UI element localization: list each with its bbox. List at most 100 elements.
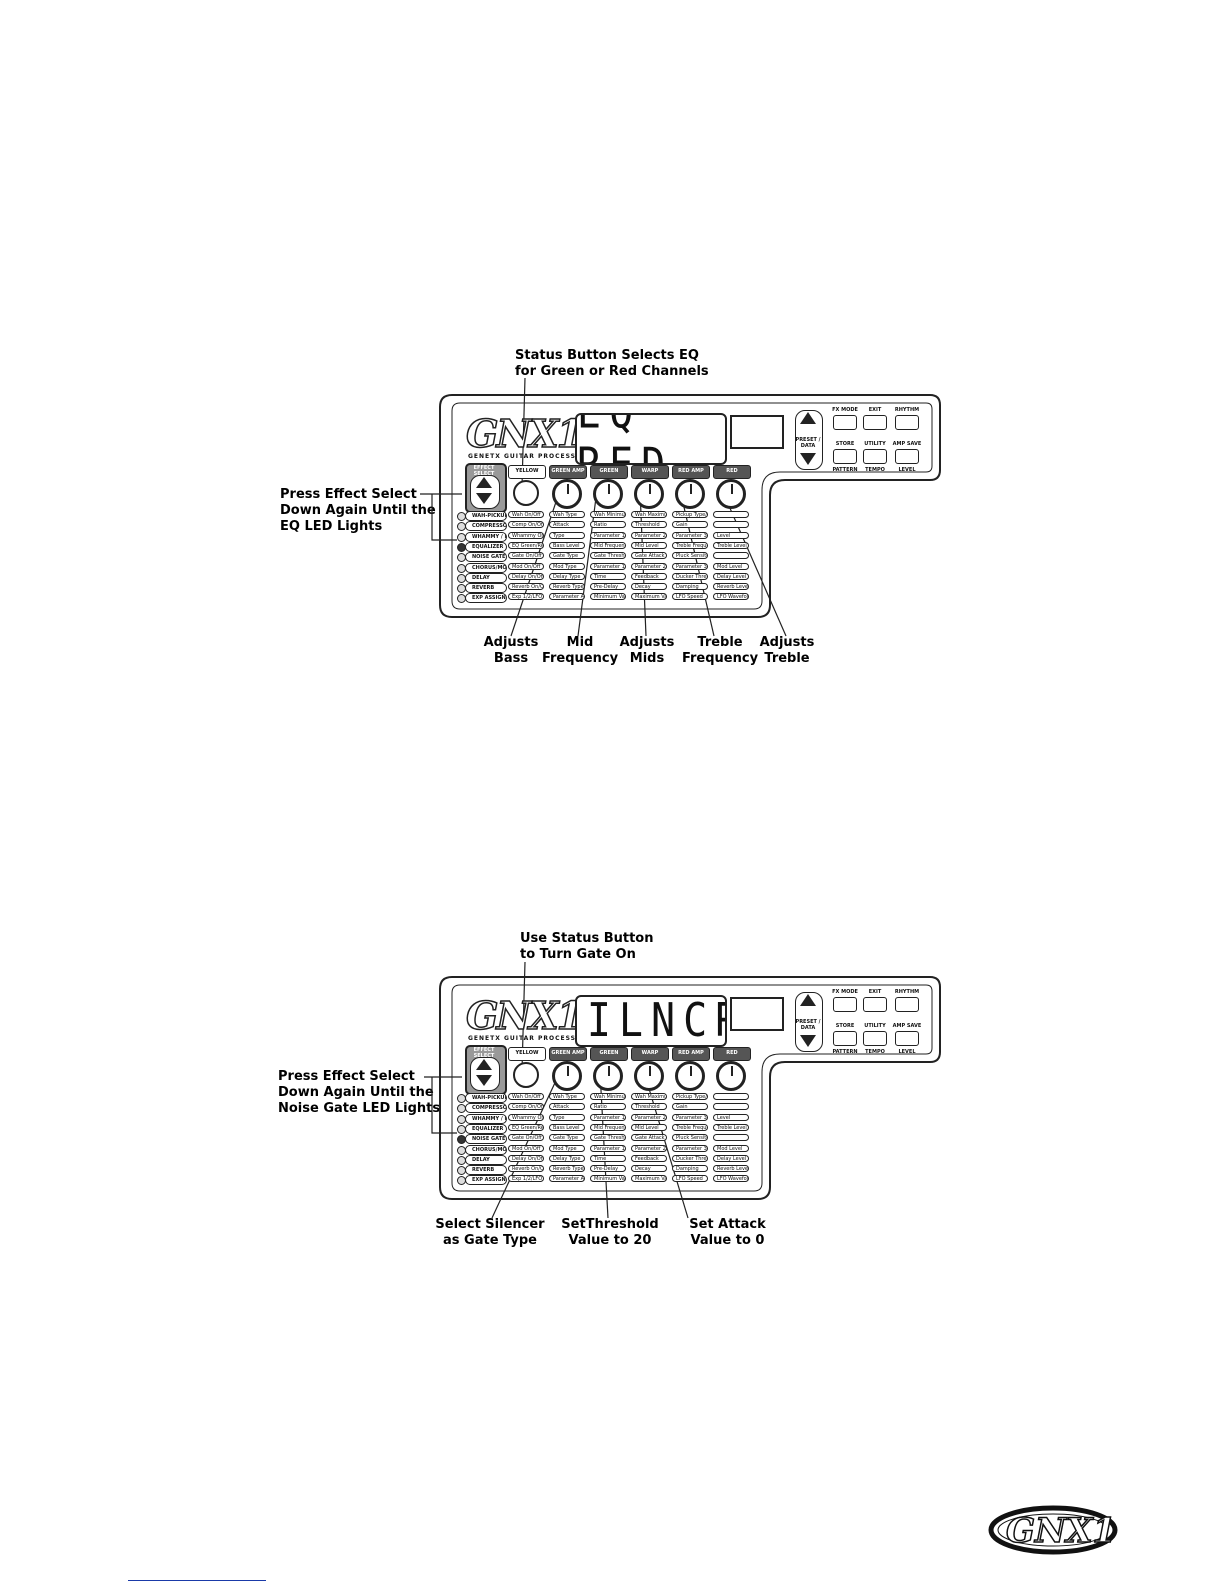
row-label-0: WAH-PICKUP [465, 511, 507, 521]
store-button[interactable] [833, 449, 857, 464]
knob-1[interactable] [552, 1061, 582, 1091]
param-8-2: Minimum Value [590, 1175, 626, 1183]
knob-3[interactable] [634, 1061, 664, 1091]
knob-header-1: GREEN AMP [549, 465, 587, 479]
param-3-2: Mid Frequency [590, 541, 626, 549]
knob-header-1: GREEN AMP [549, 1047, 587, 1061]
param-4-2: Gate Threshold [590, 1134, 626, 1142]
knob-5[interactable] [716, 479, 746, 509]
param-7-3: Decay [631, 583, 667, 591]
callout-effect-select-eq: Press Effect Select Down Again Until the… [280, 487, 436, 534]
callout-status-eq: Status Button Selects EQ for Green or Re… [515, 348, 709, 379]
param-4-4: Pluck Sensitivity [672, 1134, 708, 1142]
status-button[interactable] [513, 480, 539, 506]
knob-2[interactable] [593, 479, 623, 509]
row-label-2: WHAMMY / IPS [465, 531, 507, 542]
utility-button-label: UTILITY [864, 1023, 886, 1029]
footer-rule [128, 1580, 266, 1581]
param-2-2: Parameter 1 [590, 531, 626, 539]
exit-button[interactable] [863, 415, 887, 430]
param-8-4: LFO Speed [672, 593, 708, 601]
param-1-1: Attack [549, 1103, 585, 1111]
secondary-display [730, 415, 784, 449]
param-1-2: Ratio [590, 521, 626, 529]
knob-header-4: RED AMP [672, 1047, 710, 1061]
param-4-3: Gate Attack [631, 552, 667, 560]
amp-save-button[interactable] [895, 1031, 919, 1046]
param-7-5: Reverb Level [713, 1165, 749, 1173]
param-4-1: Gate Type [549, 1134, 585, 1142]
knob-4[interactable] [675, 1061, 705, 1091]
label-adjusts-mids: Adjusts Mids [619, 635, 675, 666]
main-display: EQ RED [575, 413, 727, 465]
param-7-1: Reverb Type [549, 1165, 585, 1173]
param-7-0: Reverb On/Off [508, 583, 544, 591]
param-5-5: Mod Level [713, 1144, 749, 1152]
knob-5[interactable] [716, 1061, 746, 1091]
param-6-5: Delay Level [713, 1154, 749, 1162]
arrow-up-icon [800, 994, 816, 1006]
footer-logo: GNX1 [988, 1500, 1138, 1564]
param-7-2: Pre-Delay [590, 583, 626, 591]
param-6-4: Ducker Threshold [672, 572, 708, 580]
param-4-3: Gate Attack [631, 1134, 667, 1142]
rhythm-button[interactable] [895, 997, 919, 1012]
param-5-2: Parameter 1 [590, 1144, 626, 1152]
callout-effect-select-gate: Press Effect Select Down Again Until the… [278, 1069, 441, 1116]
effect-up-icon [476, 477, 492, 488]
store-button-label: STORE [835, 1023, 855, 1029]
status-button[interactable] [513, 1062, 539, 1088]
param-8-1: Parameter Assign [549, 1175, 585, 1183]
exit-button[interactable] [863, 997, 887, 1012]
param-4-0: Gate On/Off [508, 1134, 544, 1142]
exit-button-label: EXIT [868, 989, 882, 995]
store-button[interactable] [833, 1031, 857, 1046]
param-2-3: Parameter 2 [631, 531, 667, 539]
utility-button-label: UTILITY [864, 441, 886, 447]
param-8-0: Exp 1/2/LFO [508, 593, 544, 601]
param-8-5: LFO Waveform [713, 1175, 749, 1183]
param-3-0: EQ Green/Red [508, 541, 544, 549]
knob-4[interactable] [675, 479, 705, 509]
row-label-4: NOISE GATE [465, 1134, 507, 1145]
amp-save-button-label: AMP SAVE [892, 1023, 922, 1029]
utility-button[interactable] [863, 1031, 887, 1046]
knob-1[interactable] [552, 479, 582, 509]
row-label-6: DELAY [465, 572, 507, 583]
main-display: SILNCR [575, 995, 727, 1047]
knob-3[interactable] [634, 479, 664, 509]
param-0-4: Pickup Type/Off [672, 511, 708, 518]
unit-subtitle: GENETX GUITAR PROCESSOR [468, 453, 588, 460]
knob-header-3: WARP [631, 465, 669, 479]
param-2-4: Parameter 3 [672, 531, 708, 539]
rhythm-button-label: RHYTHM [894, 989, 920, 995]
param-1-0: Comp On/Off [508, 1103, 544, 1111]
tempo-button-label: TEMPO [865, 1049, 885, 1055]
fx-mode-button[interactable] [833, 415, 857, 430]
param-3-4: Treble Frequency [672, 541, 708, 549]
param-1-5 [713, 1103, 749, 1111]
secondary-display [730, 997, 784, 1031]
param-1-1: Attack [549, 521, 585, 529]
knob-header-4: RED AMP [672, 465, 710, 479]
utility-button[interactable] [863, 449, 887, 464]
param-2-2: Parameter 1 [590, 1113, 626, 1121]
param-3-5: Treble Level [713, 1123, 749, 1131]
param-8-3: Maximum Value [631, 593, 667, 601]
label-set-attack: Set Attack Value to 0 [689, 1217, 766, 1248]
param-7-0: Reverb On/Off [508, 1165, 544, 1173]
param-3-2: Mid Frequency [590, 1123, 626, 1131]
row-label-8: EXP ASSIGN [465, 593, 507, 604]
param-6-2: Time [590, 1154, 626, 1162]
row-label-3: EQUALIZER [465, 1123, 507, 1134]
knob-2[interactable] [593, 1061, 623, 1091]
rhythm-button[interactable] [895, 415, 919, 430]
amp-save-button[interactable] [895, 449, 919, 464]
fx-mode-button[interactable] [833, 997, 857, 1012]
param-6-5: Delay Level [713, 572, 749, 580]
preset-data-label: PRESET / DATA [795, 1019, 821, 1031]
pattern-button-label: PATTERN [832, 1049, 858, 1055]
param-3-3: Mid Level [631, 541, 667, 549]
label-mid-frequency: Mid Frequency [541, 635, 619, 666]
param-8-5: LFO Waveform [713, 593, 749, 601]
